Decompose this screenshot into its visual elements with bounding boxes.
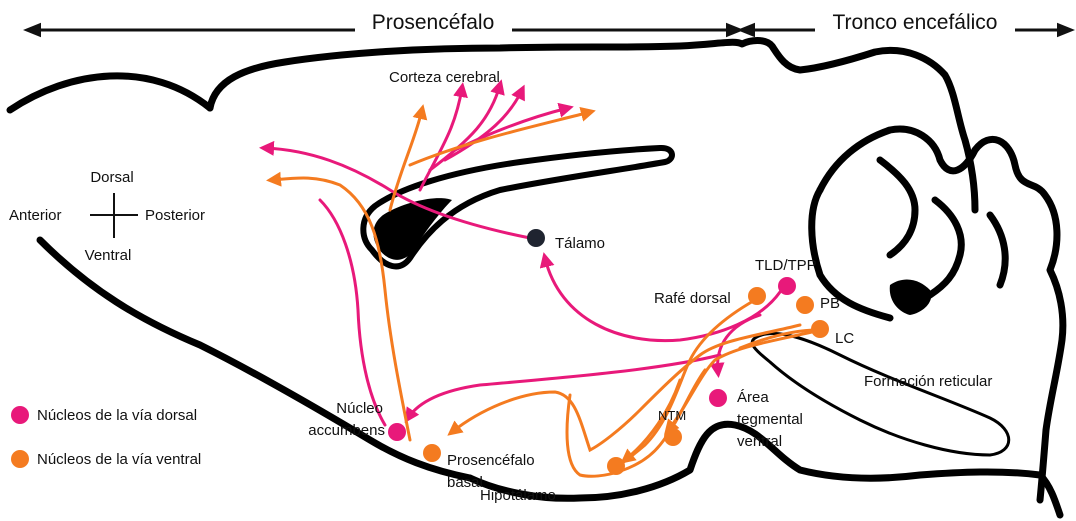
- tld-tpp-node: [778, 277, 796, 295]
- cerebellum-fold-2: [930, 200, 961, 295]
- basal-forebrain-label-2: basal: [447, 474, 483, 491]
- lc-node: [811, 320, 829, 338]
- hypothalamus-node: [607, 457, 625, 475]
- reticular-label: Formación reticular: [864, 373, 992, 390]
- orientation-anterior: Anterior: [9, 207, 62, 224]
- orientation-dorsal: Dorsal: [90, 169, 133, 186]
- lc-label: LC: [835, 330, 854, 347]
- cortex-outline: [210, 41, 975, 211]
- vta-label-3: ventral: [737, 433, 782, 450]
- accumbens-label-1: Núcleo: [336, 400, 383, 417]
- accumbens-node: [388, 423, 406, 441]
- thalamus-node: [527, 229, 545, 247]
- ventricle-fill: [373, 198, 452, 260]
- pb-label: PB: [820, 295, 840, 312]
- cerebellum-fold-3: [990, 215, 1005, 285]
- legend: Núcleos de la vía dorsal Núcleos de la v…: [11, 406, 201, 468]
- olfactory-bulb-outline: [10, 76, 210, 110]
- pb-node: [796, 296, 814, 314]
- orientation-cross: [90, 193, 138, 238]
- basal-forebrain-node: [423, 444, 441, 462]
- thalamus-label: Tálamo: [555, 235, 605, 252]
- cerebellum-outline: [820, 129, 1063, 500]
- dorsal-path-cortex-2: [430, 85, 500, 170]
- legend-dorsal-swatch: [11, 406, 29, 424]
- vta-label-1: Área: [737, 389, 769, 406]
- orientation-ventral: Ventral: [85, 247, 132, 264]
- olfactory-lower-outline: [40, 240, 470, 478]
- tld-tpp-label: TLD/TPP: [755, 257, 817, 274]
- vta-label-2: tegmental: [737, 411, 803, 428]
- brainstem-label: Tronco encefálico: [833, 11, 998, 34]
- raphe-label: Rafé dorsal: [654, 290, 731, 307]
- orientation-posterior: Posterior: [145, 207, 205, 224]
- basal-forebrain-label-1: Prosencéfalo: [447, 452, 535, 469]
- reticular-formation-outline: [752, 333, 1008, 455]
- hypothalamus-label: Hipotálamo: [480, 487, 556, 504]
- ntm-node: [664, 428, 682, 446]
- legend-ventral-label: Núcleos de la vía ventral: [37, 451, 201, 468]
- legend-ventral-swatch: [11, 450, 29, 468]
- cerebellum-fold-1: [880, 160, 915, 255]
- fourth-ventricle: [890, 280, 932, 315]
- ventral-path-cortex-a: [390, 110, 422, 210]
- ventral-path-hypothalamus-loop: [567, 370, 705, 476]
- raphe-node: [748, 287, 766, 305]
- vta-node: [709, 389, 727, 407]
- legend-dorsal-label: Núcleos de la vía dorsal: [37, 407, 197, 424]
- cortex-label: Corteza cerebral: [389, 69, 500, 86]
- brain-outline: [10, 41, 1063, 516]
- accumbens-label-2: accumbens: [308, 422, 385, 439]
- forebrain-label: Prosencéfalo: [372, 11, 495, 34]
- ntm-label: NTM: [658, 408, 686, 423]
